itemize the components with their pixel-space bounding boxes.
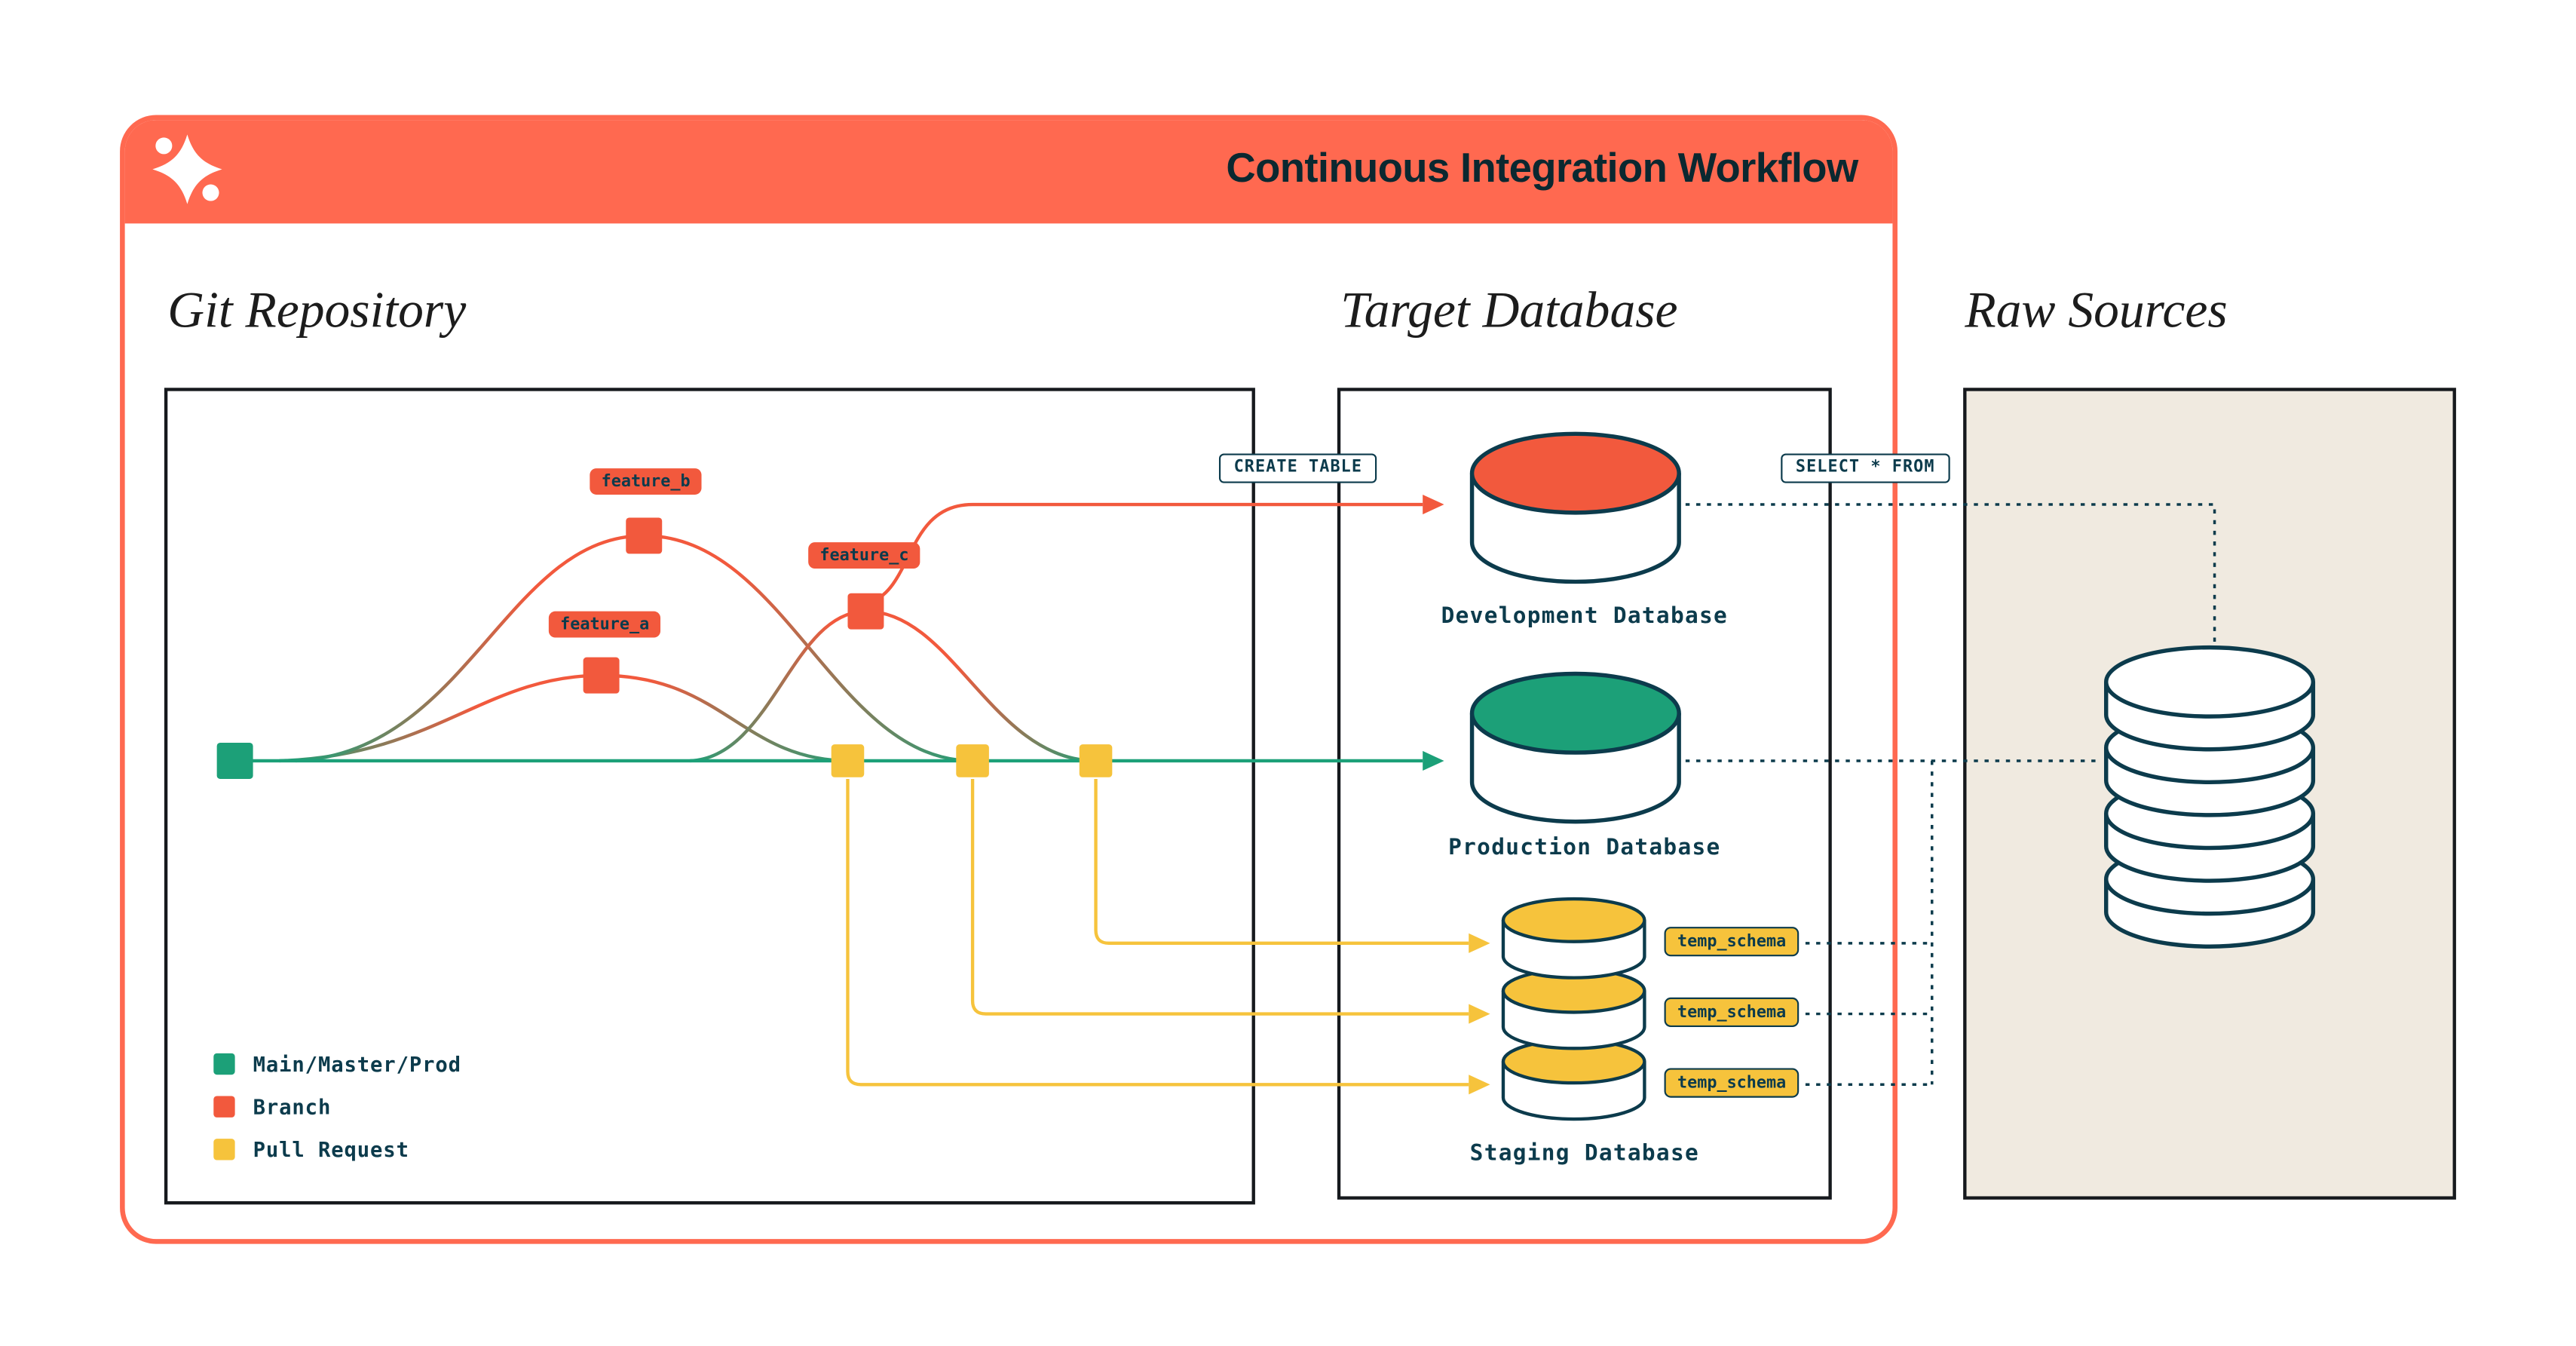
page-title: Continuous Integration Workflow — [1226, 145, 1858, 192]
feature-c-tag: feature_c — [808, 542, 920, 569]
legend-branch-swatch — [213, 1096, 235, 1118]
temp-schema-tag-3: temp_schema — [1664, 1068, 1800, 1098]
production-database-label: Production Database — [1448, 835, 1721, 861]
legend-pull-request-swatch — [213, 1139, 235, 1161]
feature-b-tag: feature_b — [590, 468, 702, 495]
create-table-chip: CREATE TABLE — [1218, 453, 1377, 483]
raw-sources-panel — [1963, 388, 2456, 1200]
section-title-git-repository: Git Repository — [167, 281, 467, 339]
legend-main-swatch — [213, 1053, 235, 1075]
temp-schema-tag-2: temp_schema — [1664, 997, 1800, 1027]
dbt-logo-icon — [152, 134, 222, 204]
temp-schema-tag-1: temp_schema — [1664, 927, 1800, 957]
legend-row-pull-request: Pull Request — [213, 1137, 461, 1162]
legend-branch-label: Branch — [253, 1094, 332, 1120]
staging-database-label: Staging Database — [1469, 1140, 1700, 1167]
feature-a-tag: feature_a — [548, 611, 661, 638]
legend-row-branch: Branch — [213, 1094, 461, 1119]
legend-row-main: Main/Master/Prod — [213, 1051, 461, 1077]
section-title-target-database: Target Database — [1340, 281, 1678, 339]
select-from-chip: SELECT * FROM — [1781, 453, 1950, 483]
legend-main-label: Main/Master/Prod — [253, 1051, 461, 1077]
legend-pull-request-label: Pull Request — [253, 1137, 409, 1162]
development-database-label: Development Database — [1441, 602, 1729, 630]
git-legend: Main/Master/Prod Branch Pull Request — [213, 1052, 461, 1180]
section-title-raw-sources: Raw Sources — [1965, 281, 2228, 339]
card-header: Continuous Integration Workflow — [124, 120, 1893, 224]
